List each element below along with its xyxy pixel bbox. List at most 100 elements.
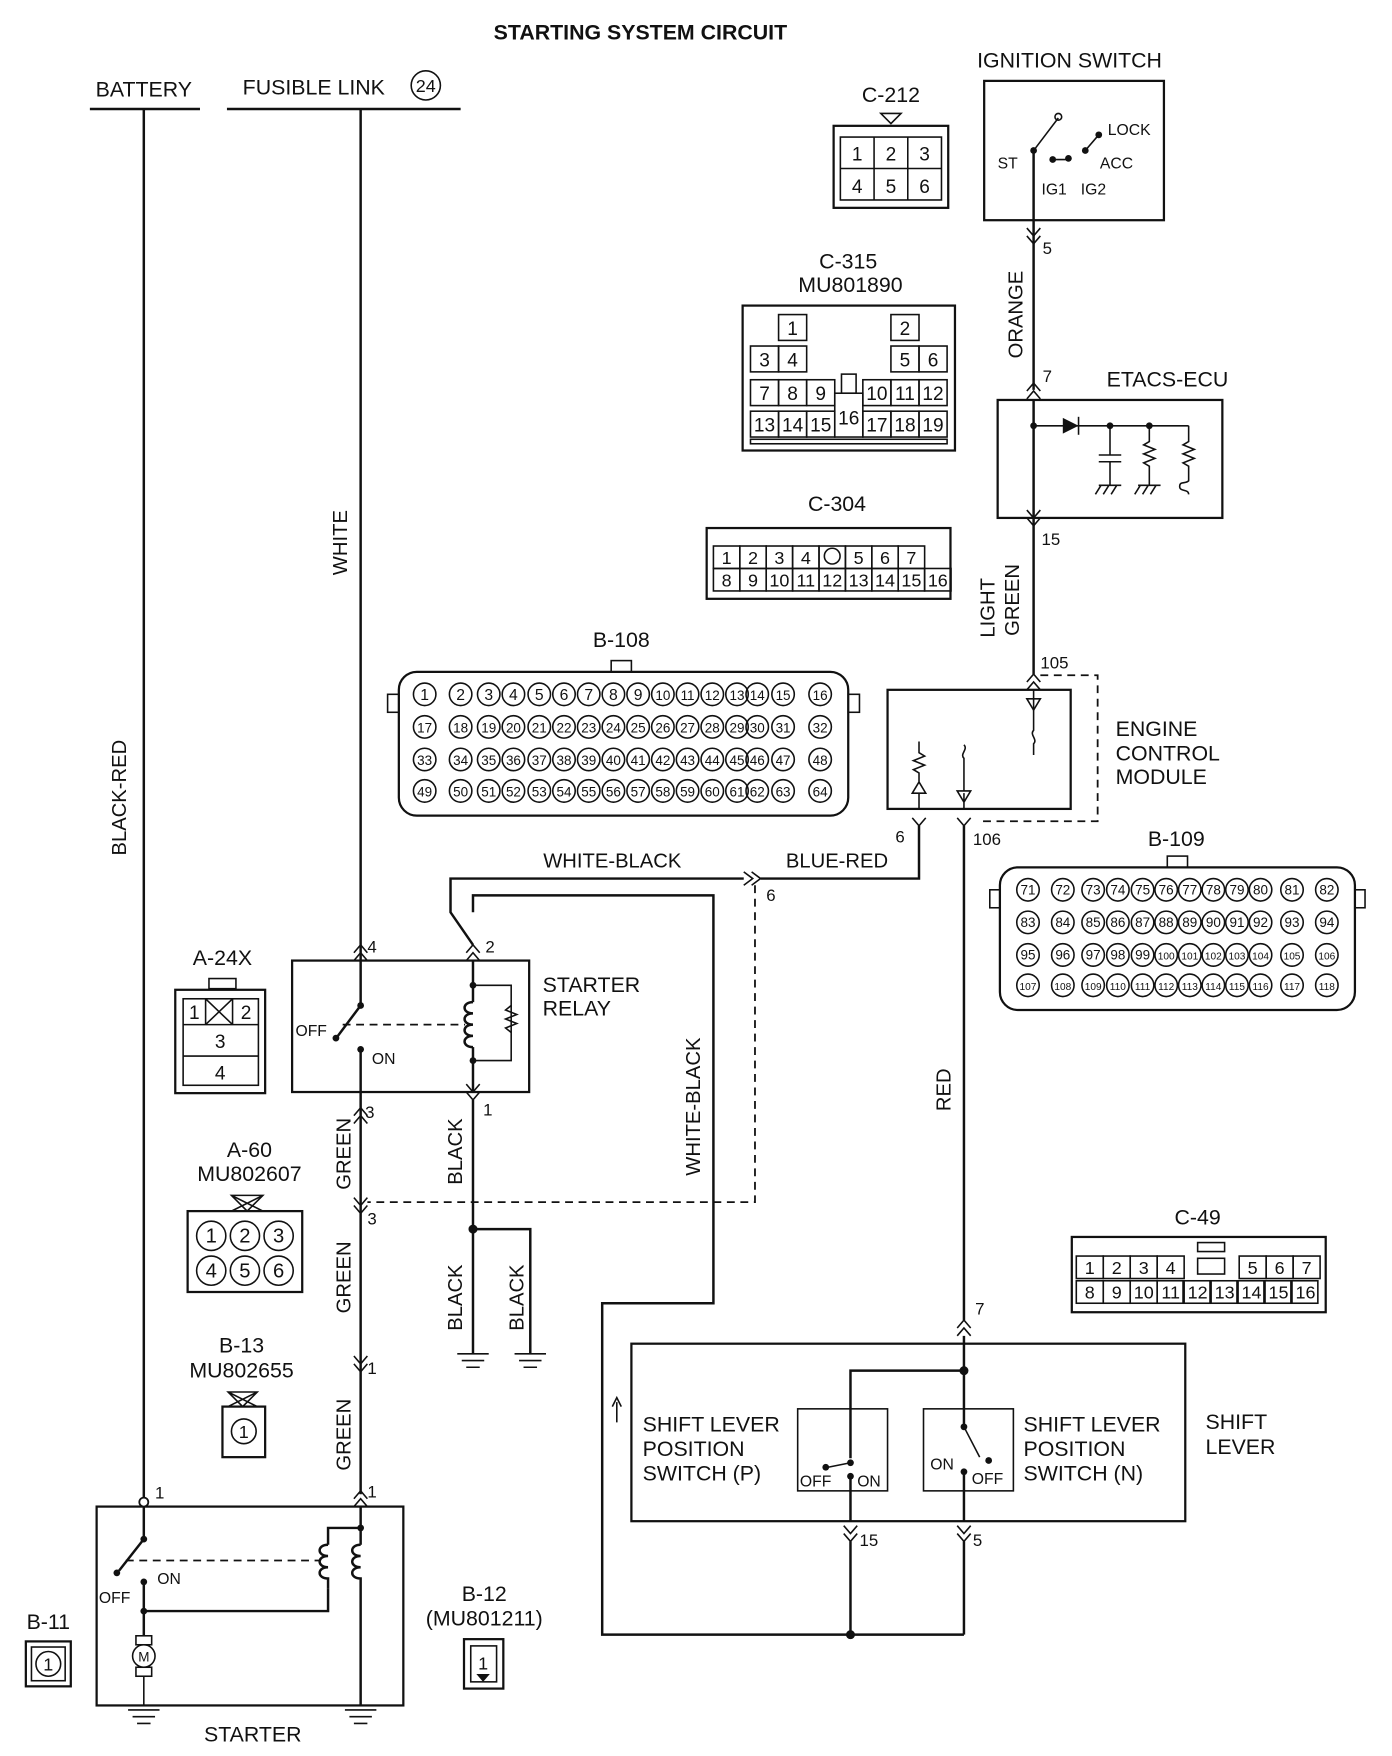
c315-pin: 14 <box>782 415 804 436</box>
b108-pin: 20 <box>506 721 521 736</box>
switch-n-label-3: SWITCH (N) <box>1023 1462 1143 1486</box>
c315-pin: 13 <box>754 415 775 436</box>
b109-pin: 96 <box>1055 947 1070 962</box>
b108-pin: 50 <box>453 785 468 800</box>
b13-label: B-13 <box>219 1334 264 1358</box>
b108-pin: 18 <box>453 721 468 736</box>
relay-on-label: ON <box>372 1051 396 1068</box>
pin-ecm-105: 105 <box>1040 653 1068 672</box>
c304-pin: 9 <box>748 570 758 590</box>
c315-pin: 19 <box>922 415 943 436</box>
b109-pin: 100 <box>1158 951 1175 962</box>
c212-pin-3: 3 <box>919 145 930 166</box>
b11-pin-1: 1 <box>43 1655 53 1675</box>
a24x-pin-2: 2 <box>241 1003 252 1024</box>
b108-pin: 42 <box>655 753 670 768</box>
wire-label-orange: ORANGE <box>1005 271 1027 359</box>
pin-b13-1: 1 <box>367 1359 376 1378</box>
b109-pin: 108 <box>1054 982 1071 993</box>
c315-pin: 9 <box>815 384 826 405</box>
wire-label-white-black-side: WHITE-BLACK <box>683 1037 705 1176</box>
c49-pin: 12 <box>1188 1283 1208 1303</box>
b109-pin: 107 <box>1020 982 1037 993</box>
b13-part: MU802655 <box>189 1358 293 1382</box>
switch-p-on: ON <box>857 1473 881 1490</box>
b109-pin: 106 <box>1318 951 1335 962</box>
b109-pin: 86 <box>1110 915 1125 930</box>
c315-pin-16: 16 <box>838 409 859 430</box>
c315-pin: 12 <box>922 384 943 405</box>
b108-pin: 35 <box>481 753 496 768</box>
c315-pin: 1 <box>787 319 798 340</box>
c49-pin: 15 <box>1269 1283 1289 1303</box>
b109-pin: 101 <box>1181 951 1198 962</box>
a24x-label: A-24X <box>193 946 252 970</box>
b109-pin: 80 <box>1253 882 1268 897</box>
b108-pin: 12 <box>705 688 720 703</box>
b108-pin: 23 <box>581 721 596 736</box>
c49-pin: 11 <box>1161 1283 1180 1303</box>
b108-pin: 47 <box>776 753 791 768</box>
shift-lever: SHIFT LEVER SHIFT LEVER POSITION SWITCH … <box>611 1335 1275 1523</box>
b109-pin: 82 <box>1319 882 1334 897</box>
b109-pin: 92 <box>1253 915 1268 930</box>
b109-pin: 116 <box>1252 982 1268 993</box>
c49-pin: 8 <box>1085 1283 1095 1303</box>
engine-control-module: ENGINE CONTROL MODULE <box>886 674 1220 823</box>
ign-ig1-label: IG1 <box>1041 181 1066 198</box>
c315-pin: 3 <box>759 350 770 371</box>
b109-pin: 94 <box>1319 915 1334 930</box>
a60-pin: 3 <box>273 1226 284 1248</box>
b109-pin: 115 <box>1229 982 1245 993</box>
b109-pin: 71 <box>1020 882 1035 897</box>
b109-pin: 98 <box>1110 947 1125 962</box>
b109-pin: 109 <box>1085 982 1102 993</box>
ecm-label-1: ENGINE <box>1116 717 1198 741</box>
c304-pin: 1 <box>722 548 732 568</box>
c315-pin: 15 <box>810 415 831 436</box>
pin-relay-3: 3 <box>365 1103 374 1122</box>
b108-pin: 55 <box>581 785 596 800</box>
shift-lever-title-2: LEVER <box>1205 1435 1275 1459</box>
b13-pin-1: 1 <box>239 1422 249 1442</box>
b108-pin: 57 <box>631 785 646 800</box>
b108-pin: 3 <box>484 687 493 704</box>
wire-label-white-black-top: WHITE-BLACK <box>543 850 682 872</box>
b108-pin: 46 <box>750 753 765 768</box>
c49-pin: 14 <box>1242 1283 1262 1303</box>
pin-relay-1: 1 <box>483 1101 492 1120</box>
b108-pin: 5 <box>535 687 544 704</box>
switch-p-off: OFF <box>800 1473 831 1490</box>
c315-pin: 6 <box>928 350 939 371</box>
ignition-switch: IGNITION SWITCH ST LOCK ACC IG1 IG2 <box>977 48 1166 222</box>
pin-etacs-7: 7 <box>1043 367 1052 386</box>
starter-relay-label-2: RELAY <box>543 997 611 1021</box>
c304-pin: 11 <box>796 570 815 590</box>
ign-st-label: ST <box>998 156 1018 173</box>
b109-pin: 74 <box>1110 882 1125 897</box>
c49-pin: 13 <box>1215 1283 1235 1303</box>
b109-pin: 97 <box>1086 947 1101 962</box>
b108-pin: 27 <box>680 721 695 736</box>
b108-pin: 63 <box>776 785 791 800</box>
c304-pin: 2 <box>748 548 758 568</box>
pin-relay-2: 2 <box>485 938 494 957</box>
b12-part: (MU801211) <box>426 1607 543 1631</box>
fusible-link-source: FUSIBLE LINK 24 <box>226 69 461 111</box>
a60-label: A-60 <box>227 1138 272 1162</box>
c212-pin-6: 6 <box>919 177 930 198</box>
b108-pin: 53 <box>532 785 547 800</box>
ignition-switch-title: IGNITION SWITCH <box>977 48 1162 72</box>
c304-pin: 14 <box>875 570 895 590</box>
switch-p-label-2: POSITION <box>643 1437 745 1461</box>
ground-symbol <box>457 1353 547 1369</box>
pin-sl-5: 5 <box>973 1531 982 1550</box>
b108-label: B-108 <box>593 628 650 652</box>
b108-pin: 21 <box>532 721 547 736</box>
c304-pin: 10 <box>769 570 789 590</box>
pin-ecm-106: 106 <box>973 830 1001 849</box>
b109-pin: 111 <box>1135 982 1151 993</box>
switch-n-on: ON <box>930 1457 954 1474</box>
wire-label-black-2: BLACK <box>445 1264 467 1331</box>
